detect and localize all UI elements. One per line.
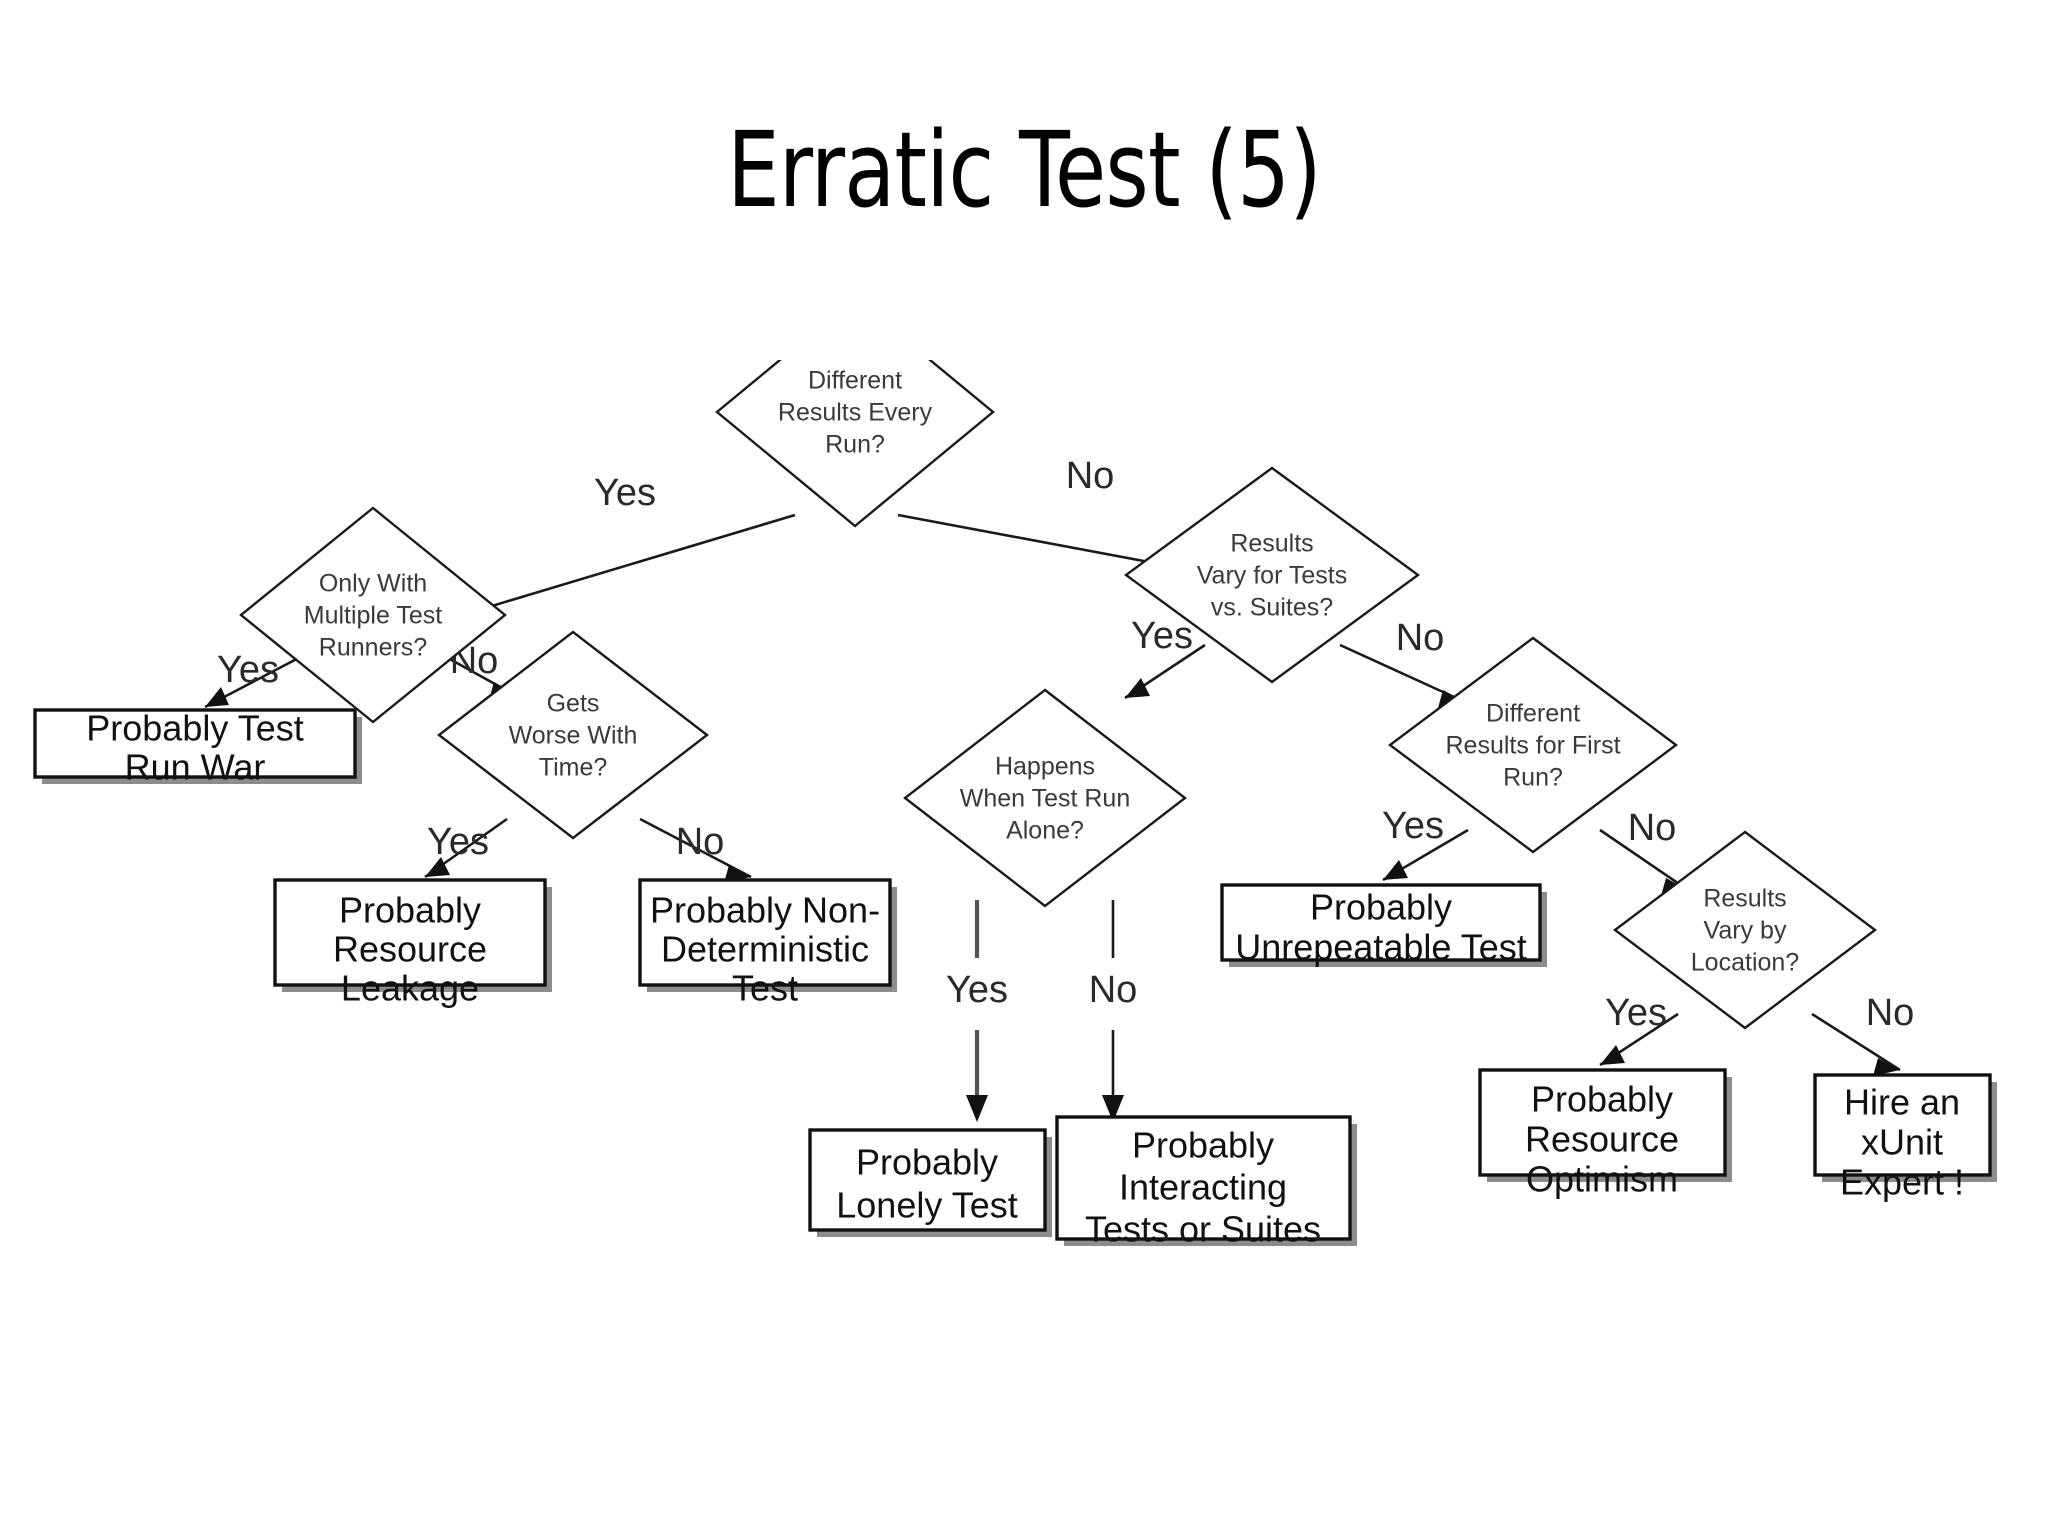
outcome-line: Unrepeatable Test	[1235, 927, 1527, 968]
decision-line: Only With	[319, 570, 427, 598]
arrowhead-runalone-yes	[966, 1095, 988, 1122]
edge-label-bylocation-yes: Yes	[1605, 992, 1667, 1034]
outcome-line: Leakage	[341, 968, 479, 1009]
decision-line: Different	[1486, 700, 1580, 728]
decision-line: Alone?	[1006, 817, 1084, 845]
decision-line: Location?	[1691, 949, 1799, 977]
decision-line: When Test Run	[960, 785, 1130, 813]
outcome-line: Probably	[1132, 1125, 1274, 1166]
decision-line: Multiple Test	[304, 602, 443, 630]
decision-line: vs. Suites?	[1211, 594, 1333, 622]
decision-node-happens-when-test-run-alone[interactable]: Happens When Test Run Alone?	[903, 688, 1187, 908]
arrowhead-testssuites-yes	[1125, 678, 1150, 698]
edge-label-worsetime-no: No	[676, 821, 725, 863]
outcome-line: Probably	[856, 1142, 998, 1183]
outcome-line: Probably	[339, 890, 481, 931]
decision-line: Runners?	[319, 634, 427, 662]
outcome-line: Probably	[1310, 887, 1452, 928]
edge-label-testssuites-no: No	[1396, 617, 1445, 659]
edge-label-layer: Yes No Yes No Yes No Yes No Yes No Yes N…	[217, 455, 1914, 1034]
arrowhead-runalone-no	[1102, 1095, 1124, 1122]
edge-bylocation-no	[1811, 1012, 1901, 1072]
outcome-node-probably-test-run-war[interactable]: Probably Test Run War	[33, 708, 362, 788]
decision-line: Time?	[539, 754, 608, 782]
outcome-line: Interacting	[1119, 1167, 1287, 1208]
outcome-line: Tests or Suites	[1085, 1209, 1321, 1250]
edge-label-multirun-yes: Yes	[217, 649, 279, 691]
arrowhead-firstrun-yes	[1383, 860, 1408, 880]
decision-line: Results for First	[1445, 732, 1620, 760]
outcome-line: Resource	[1525, 1119, 1679, 1160]
decision-line: Results	[1230, 530, 1313, 558]
edge-label-runalone-no: No	[1089, 969, 1138, 1011]
edge-label-root-yes: Yes	[594, 472, 656, 514]
edge-firstrun-no	[1599, 828, 1689, 892]
arrowhead-bylocation-yes	[1600, 1045, 1625, 1065]
arrowhead-multirun-yes	[205, 687, 229, 707]
decision-line: Happens	[995, 753, 1095, 781]
decision-line: Results	[1703, 885, 1786, 913]
decision-line: Gets	[547, 690, 600, 718]
decision-node-gets-worse-with-time[interactable]: Gets Worse With Time?	[437, 630, 709, 840]
decision-node-different-results-first-run[interactable]: Different Results for First Run?	[1387, 636, 1679, 854]
outcome-line: Resource	[333, 929, 487, 970]
edge-label-worsetime-yes: Yes	[427, 821, 489, 863]
outcome-line: Deterministic	[661, 929, 869, 970]
outcome-line: Probably	[1531, 1079, 1673, 1120]
decision-node-results-vary-tests-vs-suites[interactable]: Results Vary for Tests vs. Suites?	[1123, 466, 1421, 684]
edge-label-firstrun-no: No	[1628, 807, 1677, 849]
outcome-line: Hire an	[1844, 1082, 1960, 1123]
decision-tree-flowchart: Yes No Yes No Yes No Yes No Yes No Yes N…	[33, 360, 1997, 1250]
decision-line: Worse With	[509, 722, 638, 750]
edge-label-root-no: No	[1066, 455, 1115, 497]
outcome-node-probably-resource-optimism[interactable]: Probably Resource Optimism	[1478, 1068, 1732, 1200]
outcome-node-probably-resource-leakage[interactable]: Probably Resource Leakage	[273, 878, 552, 1009]
outcome-line: Expert !	[1840, 1162, 1964, 1203]
edge-label-testssuites-yes: Yes	[1131, 615, 1193, 657]
decision-node-only-with-multiple-test-runners[interactable]: Only With Multiple Test Runners?	[239, 506, 507, 724]
arrowhead-worsetime-yes	[425, 857, 450, 877]
decision-line: Vary for Tests	[1197, 562, 1348, 590]
outcome-line: xUnit	[1861, 1122, 1943, 1163]
edge-root-yes	[454, 513, 796, 619]
outcome-node-probably-lonely-test[interactable]: Probably Lonely Test	[808, 1128, 1052, 1237]
outcome-line: Run War	[125, 747, 266, 788]
outcome-node-probably-interacting-tests-or-suites[interactable]: Probably Interacting Tests or Suites	[1055, 1115, 1357, 1250]
flowchart-container: Yes No Yes No Yes No Yes No Yes No Yes N…	[0, 360, 2048, 1440]
decision-node-different-results-every-run[interactable]: Different Results Every Run?	[715, 360, 995, 528]
outcome-line: Probably Test	[86, 708, 303, 749]
decision-line: Different	[808, 367, 902, 395]
decision-node-results-vary-by-location[interactable]: Results Vary by Location?	[1613, 830, 1877, 1030]
edge-label-runalone-yes: Yes	[946, 969, 1008, 1011]
decision-line: Run?	[825, 431, 885, 459]
edge-label-firstrun-yes: Yes	[1382, 805, 1444, 847]
arrowhead-bylocation-no	[1873, 1058, 1900, 1076]
decision-line: Vary by	[1704, 917, 1787, 945]
outcome-node-hire-an-xunit-expert[interactable]: Hire an xUnit Expert !	[1813, 1073, 1997, 1203]
outcome-line: Probably Non-	[650, 890, 880, 931]
outcome-line: Lonely Test	[836, 1185, 1017, 1226]
outcome-node-probably-non-deterministic-test[interactable]: Probably Non- Deterministic Test	[638, 878, 897, 1009]
outcome-node-probably-unrepeatable-test[interactable]: Probably Unrepeatable Test	[1220, 883, 1547, 968]
decision-line: Results Every	[778, 399, 933, 427]
decision-line: Run?	[1503, 764, 1563, 792]
outcome-line: Test	[732, 968, 798, 1009]
page-title: Erratic Test (5)	[727, 109, 1322, 231]
edge-label-bylocation-no: No	[1866, 992, 1915, 1034]
outcome-line: Optimism	[1526, 1159, 1678, 1200]
